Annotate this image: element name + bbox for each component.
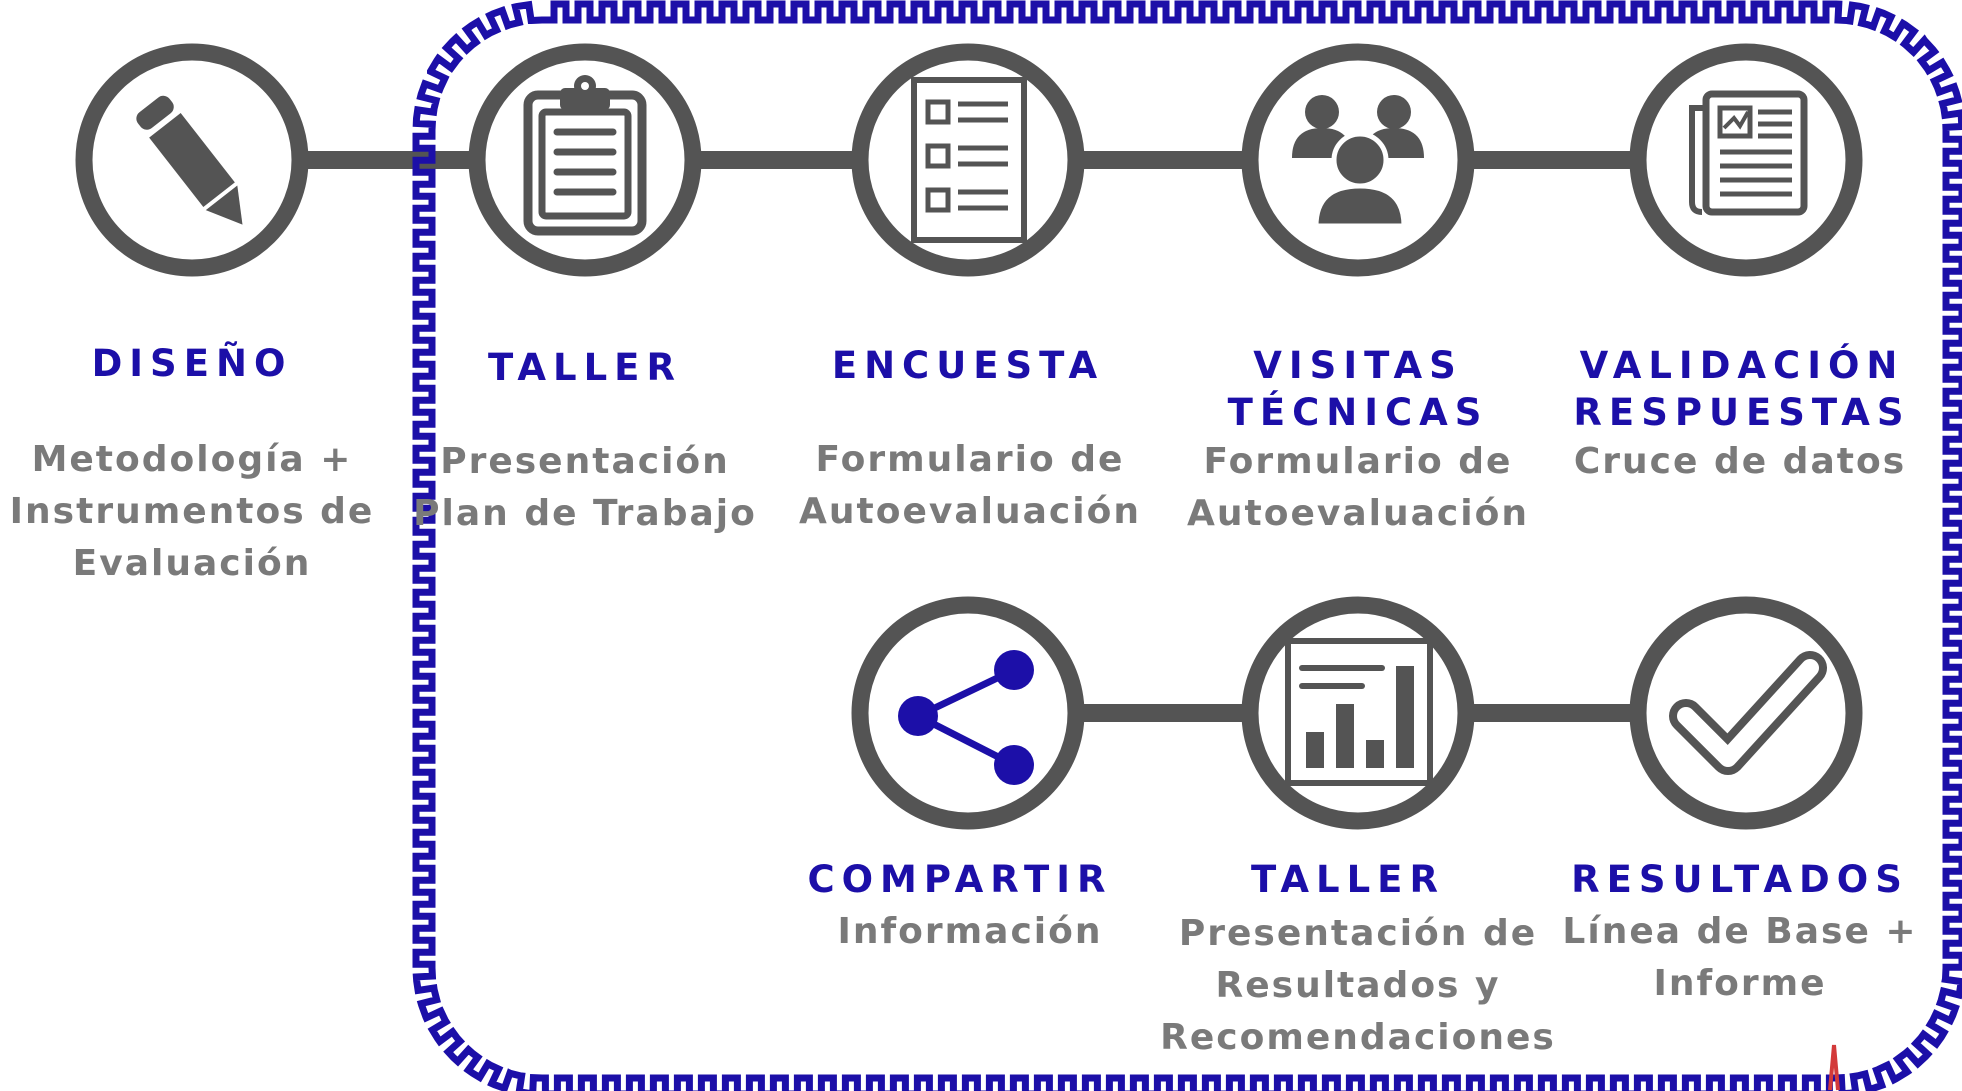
step-title-taller: TALLER — [488, 346, 682, 389]
clipboard-icon — [523, 75, 647, 236]
step-description-resultados: Línea de Base + Informe — [1562, 911, 1918, 1004]
pencil-icon — [136, 95, 243, 225]
step-title-visitas: VISITAS TÉCNICAS — [1227, 344, 1489, 434]
step-description-validacion: Cruce de datos — [1573, 441, 1907, 482]
step-title-compartir: COMPARTIR — [807, 858, 1113, 901]
connectors — [300, 151, 1638, 722]
step-title-taller-resultados: TALLER — [1251, 858, 1445, 901]
step-description-taller: Presentación Plan de Trabajo — [413, 441, 757, 534]
circle-taller-resultados — [1241, 596, 1475, 830]
step-description-compartir: Información — [837, 911, 1103, 952]
step-description-diseno: Metodología + Instrumentos de Evaluación — [9, 439, 375, 584]
checkmark-icon — [1669, 651, 1827, 775]
share-icon — [898, 650, 1034, 785]
bar-chart-icon — [1285, 638, 1433, 786]
step-title-diseno: DISEÑO — [91, 342, 293, 385]
circle-compartir — [851, 596, 1085, 830]
step-title-validacion: VALIDACIÓN RESPUESTAS — [1573, 344, 1911, 434]
edge-mark — [1828, 1044, 1840, 1091]
newspaper-icon — [1689, 90, 1808, 216]
form-icon — [911, 77, 1027, 243]
step-title-encuesta: ENCUESTA — [831, 344, 1105, 387]
people-icon — [1292, 95, 1424, 229]
step-description-visitas: Formulario de Autoevaluación — [1187, 441, 1529, 534]
step-description-encuesta: Formulario de Autoevaluación — [799, 439, 1141, 532]
circle-validacion — [1629, 43, 1863, 277]
step-title-resultados: RESULTADOS — [1571, 858, 1909, 901]
circle-encuesta — [851, 43, 1085, 277]
step-description-taller-resultados: Presentación de Resultados y Recomendaci… — [1160, 913, 1556, 1058]
